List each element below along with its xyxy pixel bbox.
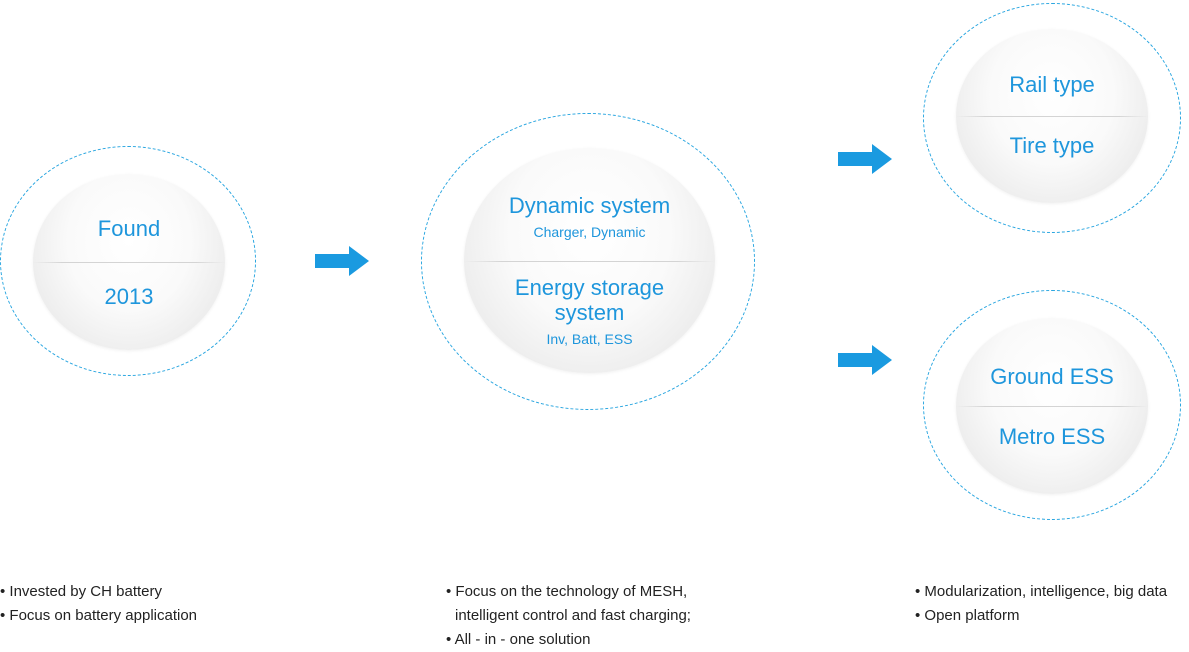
dynamic-system-title: Dynamic system <box>508 193 671 219</box>
found-disc: Found 2013 <box>33 174 225 350</box>
dynamic-types-outer-ring <box>923 3 1181 233</box>
found-bottom-section: 2013 <box>33 262 225 350</box>
energy-storage-title-line1: Energy storage <box>514 275 665 301</box>
system-outer-ring <box>421 113 755 410</box>
ground-ess-section: Ground ESS <box>956 318 1148 406</box>
ess-types-disc: Ground ESS Metro ESS <box>956 318 1148 494</box>
note-item: • Focus on the technology of MESH, <box>446 583 688 600</box>
dynamic-system-section: Dynamic system Charger, Dynamic <box>464 148 715 261</box>
tire-type-label: Tire type <box>1009 133 1095 158</box>
found-outer-ring <box>0 146 256 376</box>
right-arrow-icon <box>315 246 369 276</box>
metro-ess-label: Metro ESS <box>998 423 1106 449</box>
found-divider <box>33 262 225 263</box>
energy-storage-section: Energy storage system Inv, Batt, ESS <box>464 261 715 374</box>
right-arrow-icon <box>838 345 892 375</box>
found-year: 2013 <box>104 283 154 309</box>
note-item: • Open platform <box>915 607 1020 624</box>
note-item: intelligent control and fast charging; <box>455 607 691 624</box>
note-item: • Modularization, intelligence, big data <box>915 583 1168 600</box>
found-top-section: Found <box>33 174 225 262</box>
ess-types-divider <box>956 406 1148 407</box>
found-label: Found <box>97 215 161 241</box>
note-item: • Invested by CH battery <box>0 583 162 600</box>
notes-center: • Focus on the technology of MESH, intel… <box>446 580 691 652</box>
system-divider <box>464 260 715 262</box>
notes-right: • Modularization, intelligence, big data… <box>915 580 1167 628</box>
right-arrow-icon <box>838 144 892 174</box>
dynamic-types-divider <box>956 116 1148 117</box>
dynamic-system-subtitle: Charger, Dynamic <box>533 224 646 241</box>
notes-left: • Invested by CH battery • Focus on batt… <box>0 580 197 628</box>
energy-storage-title-line2: system <box>554 300 625 326</box>
tire-type-section: Tire type <box>956 116 1148 203</box>
energy-storage-subtitle: Inv, Batt, ESS <box>546 331 633 348</box>
note-item: • All - in - one solution <box>446 631 591 648</box>
rail-type-section: Rail type <box>956 29 1148 116</box>
metro-ess-section: Metro ESS <box>956 406 1148 494</box>
rail-type-label: Rail type <box>1009 72 1095 97</box>
ess-types-outer-ring <box>923 290 1181 520</box>
dynamic-types-disc: Rail type Tire type <box>956 29 1148 203</box>
note-item: • Focus on battery application <box>0 607 198 624</box>
ground-ess-label: Ground ESS <box>990 363 1114 389</box>
system-disc: Dynamic system Charger, Dynamic Energy s… <box>464 148 715 373</box>
